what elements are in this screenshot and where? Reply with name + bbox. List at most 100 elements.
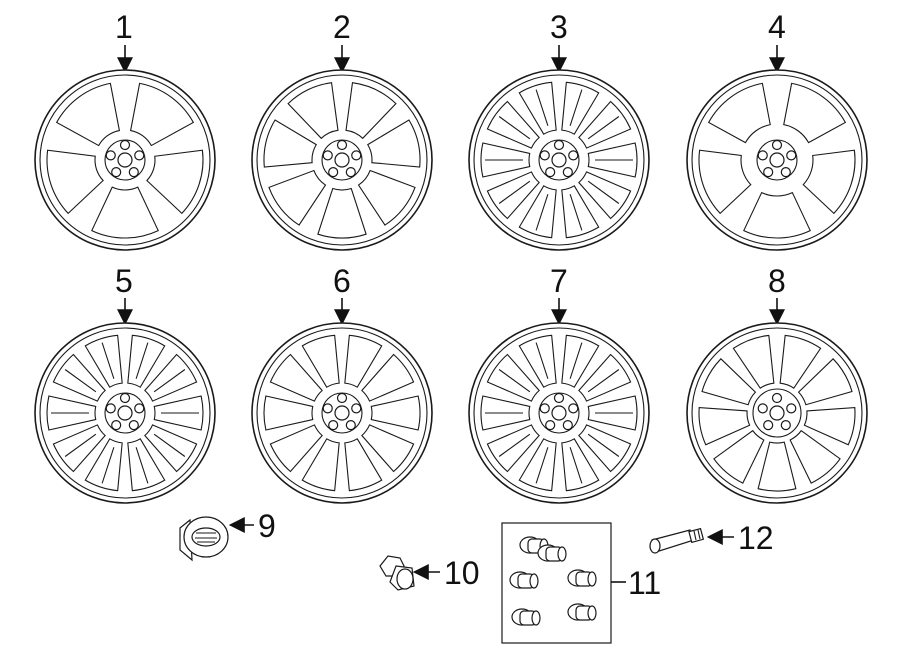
wheel-window — [263, 395, 314, 431]
lug-hole — [105, 403, 116, 414]
callout-5: 5 — [115, 263, 133, 299]
callout-8: 8 — [768, 263, 786, 299]
wheel-window — [732, 334, 775, 389]
lug-hole — [562, 420, 573, 431]
wheel-window — [144, 353, 198, 402]
wheel-window — [561, 81, 600, 135]
lug-hole — [568, 403, 579, 414]
wheel-window — [578, 171, 632, 220]
lug-hole — [763, 167, 774, 178]
lug-hole — [105, 150, 116, 161]
wheel-window — [146, 149, 204, 215]
lock-nut — [567, 603, 597, 621]
wheel-window — [518, 334, 557, 388]
wheel-1 — [34, 69, 216, 251]
wheel-window — [361, 424, 415, 473]
lug-hole — [322, 150, 333, 161]
lug-hole — [111, 420, 122, 431]
wheel-6 — [251, 322, 433, 504]
wheel-window — [52, 424, 106, 473]
callout-1: 1 — [115, 9, 133, 45]
wheel-8 — [686, 322, 868, 504]
wheel-window — [713, 429, 765, 484]
wheel-window — [698, 406, 751, 446]
wheel-3 — [468, 69, 650, 251]
wheel-window — [263, 119, 318, 168]
lug-hole — [545, 420, 556, 431]
wheel-window — [701, 358, 757, 406]
lug-nut — [379, 555, 415, 591]
lug-hole — [336, 139, 348, 151]
wheel-window — [486, 171, 540, 220]
callout-10: 10 — [444, 555, 480, 591]
wheel-window — [578, 424, 632, 473]
wheel-window — [84, 438, 123, 492]
lug-hole — [111, 167, 122, 178]
wheel-4 — [686, 69, 868, 251]
lug-hole — [345, 420, 356, 431]
wheel-window — [269, 353, 323, 402]
wheel-window — [268, 169, 327, 226]
wheel-window — [317, 187, 367, 239]
lock-nut — [509, 571, 539, 589]
wheel-window — [46, 149, 104, 215]
callout-11: 11 — [628, 565, 661, 601]
callout-9: 9 — [258, 508, 276, 544]
wheel-window — [561, 438, 600, 492]
lock-nut — [537, 544, 567, 562]
lug-hole — [134, 150, 145, 161]
wheel-window — [153, 395, 204, 431]
wheel-window — [345, 82, 397, 140]
wheel-window — [301, 438, 340, 492]
lug-hole — [757, 150, 768, 161]
lug-hole — [771, 392, 783, 404]
callout-3: 3 — [550, 9, 568, 45]
wheel-window — [707, 82, 771, 144]
wheel-window — [789, 429, 841, 484]
wheel-window — [486, 424, 540, 473]
callout-2: 2 — [333, 9, 351, 45]
lock-nut — [511, 608, 541, 626]
wheel-window — [366, 119, 421, 168]
wheel-window — [357, 169, 416, 226]
wheel-window — [518, 185, 557, 239]
wheel-window — [561, 334, 600, 388]
lug-hole — [562, 167, 573, 178]
lug-hole — [780, 167, 791, 178]
wheel-window — [797, 358, 853, 406]
wheel-window — [144, 424, 198, 473]
lug-hole — [539, 403, 550, 414]
wheel-window — [269, 424, 323, 473]
wheel-window — [301, 334, 340, 388]
wheel-2 — [251, 69, 433, 251]
lug-hole — [771, 139, 783, 151]
wheel-window — [783, 82, 847, 144]
wheel-window — [84, 334, 123, 388]
wheel-window — [52, 353, 106, 402]
wheel-window — [518, 81, 557, 135]
wheel-window — [561, 185, 600, 239]
wheel-7 — [468, 322, 650, 504]
wheel-window — [480, 395, 531, 431]
wheel-window — [480, 142, 531, 178]
lug-hole — [780, 420, 791, 431]
callout-12: 12 — [738, 520, 774, 556]
callout-6: 6 — [333, 263, 351, 299]
lug-hole — [786, 403, 797, 414]
wheel-window — [91, 186, 159, 239]
lug-hole — [345, 167, 356, 178]
callout-7: 7 — [550, 263, 568, 299]
wheel-lock-set — [501, 522, 612, 644]
lug-hole — [336, 392, 348, 404]
wheel-window — [698, 149, 752, 215]
lug-hole — [119, 139, 131, 151]
lug-hole — [539, 150, 550, 161]
lug-hole — [328, 420, 339, 431]
lug-hole — [786, 150, 797, 161]
lug-hole — [545, 167, 556, 178]
lug-hole — [568, 150, 579, 161]
valve-stem — [649, 527, 705, 554]
wheel-5 — [34, 322, 216, 504]
wheel-window — [127, 438, 166, 492]
